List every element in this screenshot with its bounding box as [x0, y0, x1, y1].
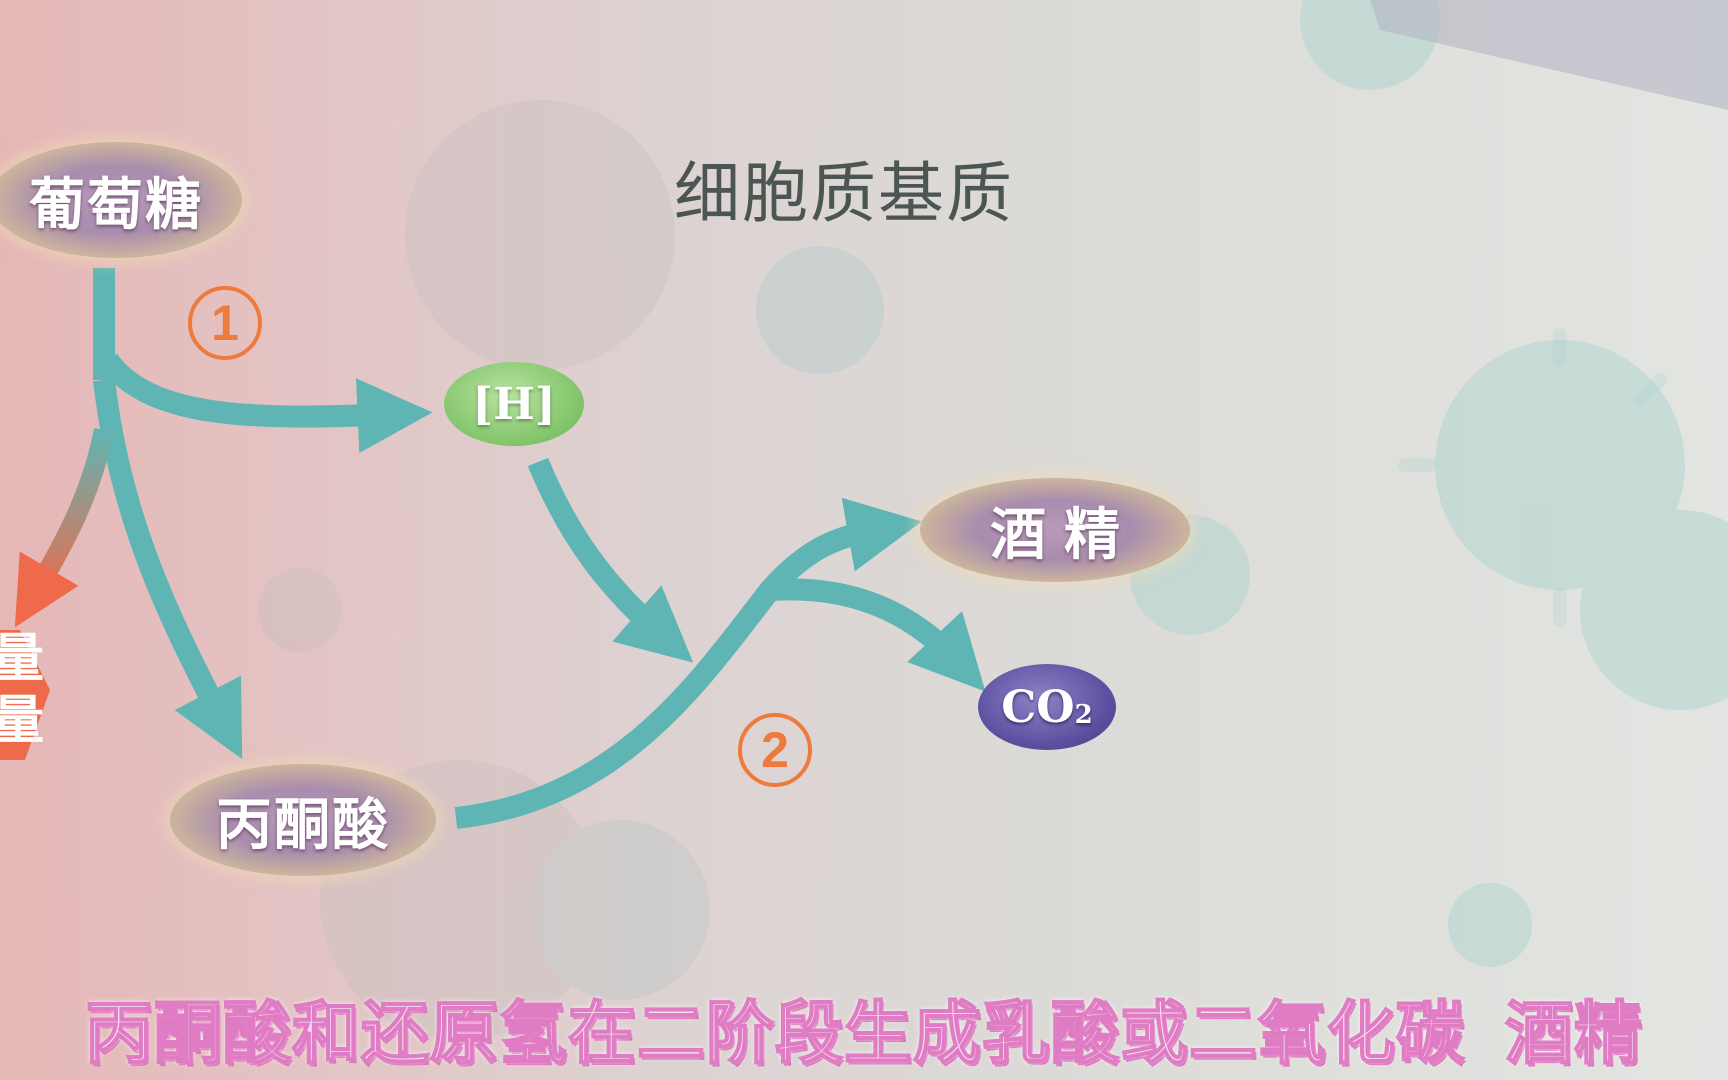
- arrow-junction-to-co2: [769, 578, 986, 692]
- node-pyruvate: 丙酮酸: [170, 764, 436, 876]
- arrow-glucose-to-h: [98, 353, 433, 454]
- subtitle-tail: 酒精: [1504, 994, 1644, 1075]
- energy-pentagon: [0, 630, 50, 760]
- subtitle-caption: 丙酮酸和还原氢在二阶段生成乳酸或二氧化碳酒精: [0, 978, 1728, 1077]
- subtitle-main: 丙酮酸和还原氢在二阶段生成乳酸或二氧化碳: [84, 994, 1465, 1075]
- co2-text: CO: [1001, 681, 1075, 733]
- step-1-marker: 1: [188, 286, 262, 360]
- node-glucose: 葡萄糖: [0, 142, 242, 258]
- arrow-to-energy: [14, 428, 114, 628]
- arrow-h-to-junction: [527, 457, 694, 663]
- node-ethanol: 酒精: [920, 478, 1190, 582]
- region-title: 细胞质基质: [674, 155, 1014, 232]
- arrow-glucose-to-pyruvate: [93, 378, 243, 760]
- energy-label-partial: 量量: [0, 629, 45, 751]
- co2-subscript: 2: [1074, 700, 1093, 730]
- arrow-pyruvate-to-ethanol: [454, 497, 922, 829]
- node-hydrogen: [H]: [444, 362, 584, 446]
- step-2-marker: 2: [738, 713, 812, 787]
